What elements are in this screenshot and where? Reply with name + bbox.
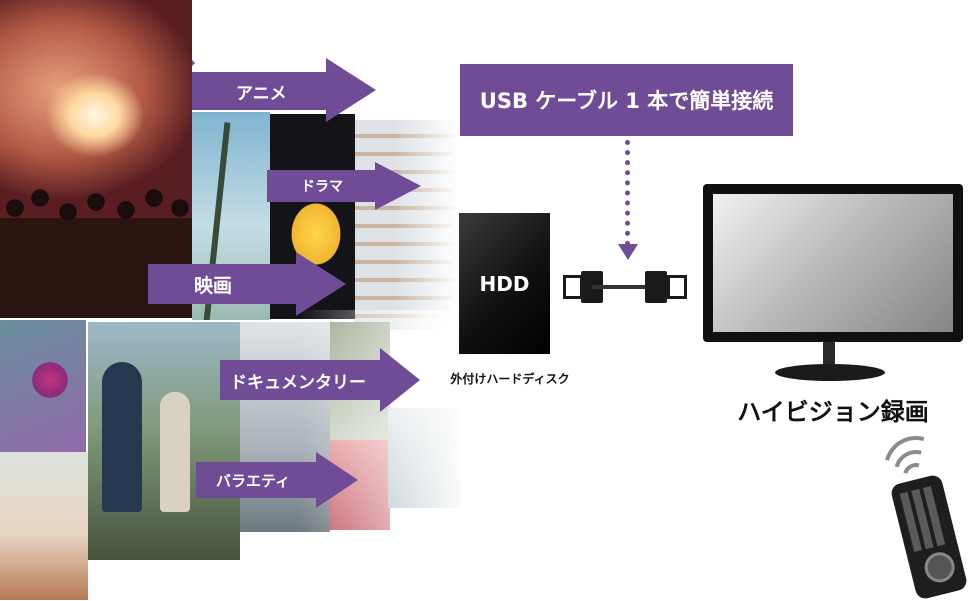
arrow-anime-label: アニメ (192, 72, 326, 110)
connection-callout: USB ケーブル 1 本で簡単接続 (460, 64, 793, 136)
flowers-photo (0, 320, 86, 452)
external-hdd: HDD (459, 213, 550, 354)
hdd-label: HDD (479, 271, 530, 296)
arrow-variety-head (316, 452, 358, 508)
arrow-drama-head (375, 162, 421, 210)
tv-recording-label: ハイビジョン録画 (737, 398, 929, 426)
hdd-caption: 外付けハードディスク (450, 372, 570, 386)
arrow-movie-head (296, 252, 346, 316)
arrow-movie-label: 映画 (148, 264, 296, 304)
remote-control-icon (889, 473, 969, 601)
arrow-documentary-head (380, 348, 420, 412)
arrow-drama-label: ドラマ (267, 170, 375, 202)
callout-pointer-head (618, 244, 638, 260)
arrow-anime-head (326, 58, 376, 122)
jumping-person-photo (0, 452, 88, 600)
arrow-variety-label: バラエティ (196, 462, 316, 498)
monitor-icon (703, 184, 963, 342)
concert-photo (0, 0, 192, 318)
arrow-documentary-label: ドキュメンタリー (220, 360, 380, 400)
monitor-stand-neck (823, 342, 835, 368)
monitor-stand-base (775, 364, 885, 381)
collage-fade (395, 115, 470, 340)
monitor-screen (713, 194, 953, 332)
cyclists-photo (88, 322, 240, 560)
callout-pointer-line (625, 140, 630, 246)
